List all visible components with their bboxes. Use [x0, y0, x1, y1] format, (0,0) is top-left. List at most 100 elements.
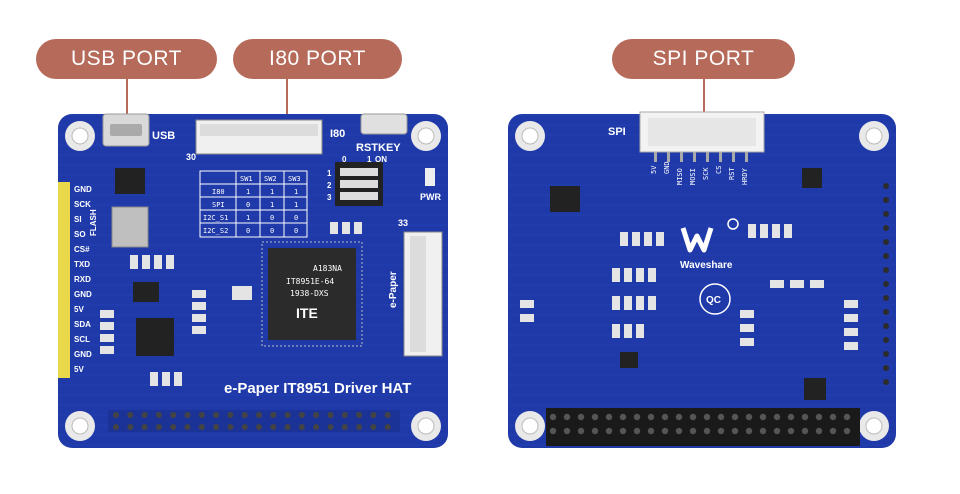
i80-port-callout: I80 PORT: [233, 39, 402, 79]
switch-pos-3: 3: [327, 193, 332, 202]
pin-label: GND: [74, 185, 92, 194]
pin-dot: [198, 424, 205, 430]
table-cell: 0: [270, 227, 274, 235]
pin-dot: [883, 211, 889, 217]
chip-brand: ITE: [296, 305, 318, 321]
table-row-label: I2C_S2: [203, 227, 228, 235]
front-passives: [100, 222, 362, 386]
switch-pos-2: 2: [327, 181, 332, 190]
pin-dot: [843, 413, 851, 421]
table-cell: 1: [294, 201, 298, 209]
pin-label: SO: [74, 230, 86, 239]
pin-33-label: 33: [398, 218, 408, 228]
pin-dot: [883, 281, 889, 287]
pin-dot: [883, 309, 889, 315]
pin-dot: [689, 413, 697, 421]
left-pin-labels: GND SCK SI SO CS# TXD RXD GND 5V SDA SCL…: [74, 185, 92, 374]
pin-dot: [883, 323, 889, 329]
pin-label: CS#: [74, 245, 90, 254]
pin-dot: [170, 424, 177, 430]
pin-dot: [619, 413, 627, 421]
pin-dot: [241, 412, 248, 418]
back-chip: [804, 378, 826, 400]
pin-dot: [731, 413, 739, 421]
chip-text: 1938-DXS: [290, 289, 329, 298]
pin-dot: [689, 427, 697, 435]
table-cell: 0: [246, 201, 250, 209]
pin-dot: [883, 337, 889, 343]
pin-dot: [787, 427, 795, 435]
pin-dot: [213, 424, 220, 430]
pin-dot: [270, 424, 277, 430]
pin-dot: [773, 413, 781, 421]
pin-dot: [184, 412, 191, 418]
back-passives: [520, 224, 858, 350]
mode-table: SW1 SW2 SW3 I80 1 1 1 SPI 0 1 1 I2C_S1 1…: [199, 170, 308, 238]
pin-dot: [327, 424, 334, 430]
pin-dot: [327, 412, 334, 418]
pin-dot: [605, 413, 613, 421]
pin-dot: [661, 413, 669, 421]
left-pin-header: [58, 182, 70, 378]
pin-dot: [843, 427, 851, 435]
pin-label: SCK: [74, 200, 91, 209]
spi-port-leader: [703, 79, 705, 129]
pin-dot: [313, 412, 320, 418]
back-chip: [550, 186, 580, 212]
crystal: [111, 206, 149, 248]
pin-dot: [241, 424, 248, 430]
pin-dot: [829, 427, 837, 435]
pin-dot: [675, 427, 683, 435]
pin-dot: [284, 424, 291, 430]
epaper-label: e-Paper: [388, 271, 399, 308]
pin-dot: [127, 424, 134, 430]
gpio-header-pins: [549, 413, 851, 435]
pin-dot: [227, 424, 234, 430]
pin-label: TXD: [74, 260, 90, 269]
pin-dot: [184, 424, 191, 430]
pin-dot: [801, 413, 809, 421]
pin-dot: [198, 412, 205, 418]
front-mounting-holes: [65, 121, 441, 441]
pin-dot: [759, 427, 767, 435]
pin-dot: [113, 424, 119, 430]
spi-pin: [654, 152, 657, 162]
usb-bridge-chip: [136, 318, 174, 356]
pin-dot: [675, 413, 683, 421]
table-cell: 0: [270, 214, 274, 222]
pin-dot: [703, 413, 711, 421]
pin-dot: [141, 412, 148, 418]
spi-pin: [667, 152, 670, 162]
pin-dot: [577, 427, 585, 435]
pin-dot: [801, 427, 809, 435]
i80-silk-label: I80: [330, 128, 345, 140]
spi-pin-label: MISO: [676, 168, 684, 185]
pin-dot: [370, 412, 377, 418]
pin-label: GND: [74, 290, 92, 299]
table-row-label: I80: [212, 188, 225, 196]
spi-pin: [732, 152, 735, 162]
table-cell: 0: [294, 227, 298, 235]
pin-dot: [633, 427, 641, 435]
spi-pin-label: CS: [715, 166, 723, 174]
spi-pin-label: 5V: [650, 165, 658, 174]
table-row-label: SPI: [212, 201, 225, 209]
usb-silk-label: USB: [152, 130, 175, 142]
spi-pin-label: MOSI: [689, 168, 697, 185]
pin-dot: [619, 427, 627, 435]
qc-stamp: [699, 283, 731, 315]
pin-dot: [313, 424, 320, 430]
spi-pin: [680, 152, 683, 162]
spi-pin-label: SCK: [702, 167, 710, 180]
qc-label: QC: [706, 295, 721, 306]
spi-pin: [693, 152, 696, 162]
pin-dot: [883, 379, 889, 385]
table-cell: 1: [270, 188, 274, 196]
pin-dot: [341, 424, 348, 430]
table-cell: 0: [246, 227, 250, 235]
it8951-chip: [268, 248, 356, 340]
chip-text: A183NA: [313, 264, 342, 273]
usb-port-callout: USB PORT: [36, 39, 217, 79]
